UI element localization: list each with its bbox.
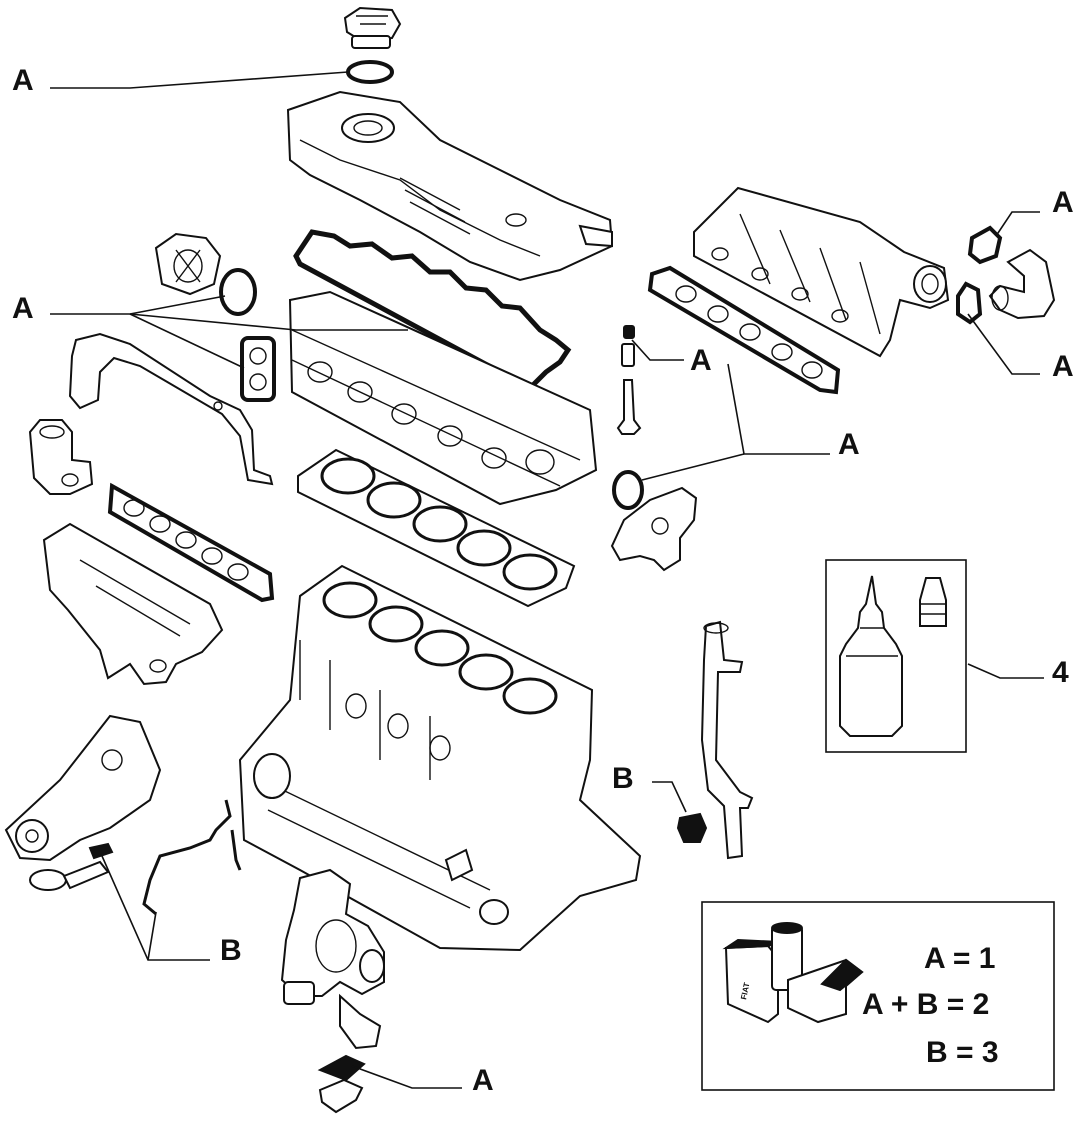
turbo-flange-gasket — [317, 1054, 366, 1114]
engine-block — [238, 564, 642, 952]
callout-a-head-gaskets: A — [12, 292, 34, 325]
intake-flange-gasket-top — [967, 225, 1003, 265]
callout-a-manifold-thermostat: A — [838, 428, 860, 461]
water-pump-gasket — [219, 268, 257, 316]
dipstick-tube — [700, 620, 754, 860]
exhaust-manifold-gasket — [107, 482, 275, 603]
callout-4-sealant: 4 — [1052, 656, 1069, 689]
oil-pump — [4, 714, 162, 862]
callout-b-dipstick-grommet: B — [612, 762, 634, 795]
coolant-pipe — [68, 332, 274, 486]
water-pump — [154, 232, 222, 296]
oil-pipe-gasket — [142, 799, 242, 916]
callout-a-valve-seal: A — [690, 344, 712, 377]
legend-line-a: A = 1 — [924, 942, 995, 975]
egr-valve — [28, 419, 94, 495]
oil-pump-seal — [88, 842, 114, 860]
turbocharger — [280, 868, 385, 1050]
callout-a-intake-flange-top: A — [1052, 186, 1074, 219]
legend-line-b: B = 3 — [926, 1036, 999, 1069]
legend-box: FIAT A = 1 A + B = 2 B = 3 — [701, 901, 1055, 1091]
dipstick-grommet — [676, 812, 708, 843]
leader-lines — [50, 71, 1044, 1089]
callout-b-oil-pump: B — [220, 934, 242, 967]
sealant-cap-icon — [919, 577, 947, 627]
intake-flange-gasket-bottom — [956, 281, 983, 325]
gasket-kit-packages-icon: FIAT — [722, 922, 864, 1024]
sealant-bottle-icon — [839, 575, 903, 737]
callout-a-turbo-flange: A — [472, 1064, 494, 1097]
sealant-kit-box — [825, 559, 967, 753]
cylinder-head-gasket — [297, 448, 576, 608]
thermostat-housing — [610, 486, 698, 572]
exhaust-manifold — [42, 522, 224, 686]
brand-mark-text: FIAT — [739, 982, 751, 1001]
legend-line-ab: A + B = 2 — [862, 988, 989, 1021]
valve-cover-gasket — [293, 229, 572, 392]
coolant-outlet-gasket — [240, 336, 276, 402]
cylinder-head — [288, 290, 598, 506]
callout-a-filler-seal: A — [12, 64, 34, 97]
valve-cover — [286, 90, 614, 282]
intake-elbow — [988, 248, 1056, 320]
oil-pickup — [29, 860, 110, 891]
valve-stem-parts — [616, 325, 642, 435]
callout-a-intake-flange-bottom: A — [1052, 350, 1074, 383]
intake-manifold-gasket — [647, 265, 841, 395]
oil-filler-cap — [343, 6, 402, 49]
intake-manifold — [693, 186, 950, 358]
filler-cap-seal — [346, 60, 394, 84]
thermostat-gasket — [612, 470, 644, 510]
